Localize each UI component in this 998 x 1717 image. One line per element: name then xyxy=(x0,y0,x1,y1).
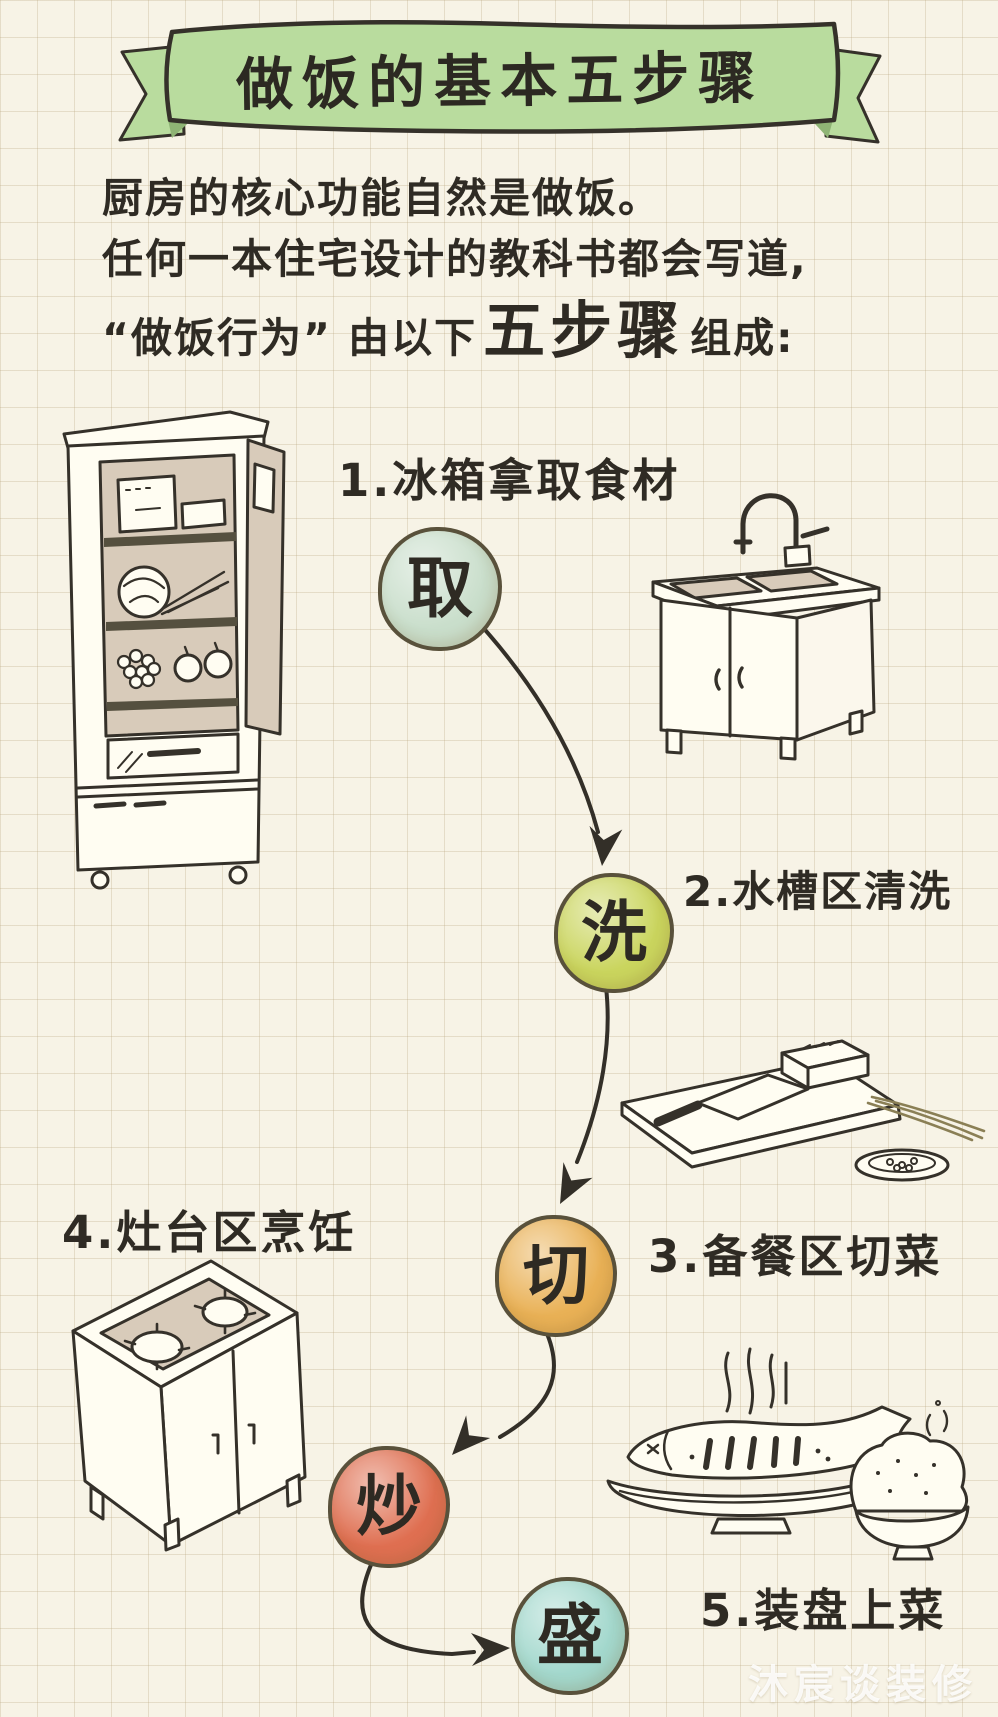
step-verb-fry: 炒 xyxy=(356,1468,422,1545)
step-circle-serve: 盛 xyxy=(511,1577,629,1695)
step-verb-wash: 洗 xyxy=(581,894,647,971)
intro-line-2: 任何一本住宅设计的教科书都会写道, xyxy=(102,235,808,283)
step-verb-cut: 切 xyxy=(523,1237,589,1314)
step-label-3: 3.备餐区切菜 xyxy=(648,1230,943,1283)
watermark: 沐宸谈装修 xyxy=(748,1662,978,1708)
intro-line3-highlight: 五步骤 xyxy=(483,294,685,367)
step-label-1: 1.冰箱拿取食材 xyxy=(338,454,681,507)
intro-line3-suffix: 组成: xyxy=(690,314,795,362)
refrigerator-illustration xyxy=(52,400,307,905)
intro-line3-prefix: “做饭行为” 由以下 xyxy=(102,314,478,362)
arrow-fry-to-serve xyxy=(360,1556,476,1657)
step-circle-cut: 切 xyxy=(495,1215,617,1337)
step-circle-fry: 炒 xyxy=(328,1446,450,1568)
step-circle-wash: 洗 xyxy=(554,873,674,993)
step-label-2: 2.水槽区清洗 xyxy=(683,867,953,916)
cutting-board-illustration xyxy=(610,1035,995,1185)
arrow-cut-to-fry xyxy=(498,1327,556,1439)
stove-cabinet-illustration xyxy=(65,1255,355,1555)
burner xyxy=(123,1322,191,1371)
arrow-wash-to-cut xyxy=(575,985,610,1164)
burner xyxy=(193,1288,257,1335)
intro-line-3: “做饭行为” 由以下 五步骤 组成: xyxy=(102,300,882,362)
arrow-take-to-wash xyxy=(476,620,600,834)
banner-ribbon xyxy=(110,2,890,152)
step-label-4: 4.灶台区烹饪 xyxy=(62,1206,357,1259)
sink-cabinet-illustration xyxy=(645,470,885,765)
intro-paragraph: 厨房的核心功能自然是做饭。 任何一本住宅设计的教科书都会写道, “做饭行为” 由… xyxy=(102,178,882,382)
step-verb-serve: 盛 xyxy=(537,1597,603,1674)
step-verb-take: 取 xyxy=(407,550,473,627)
step-label-5: 5.装盘上菜 xyxy=(700,1584,947,1637)
intro-line-1: 厨房的核心功能自然是做饭。 xyxy=(102,174,661,222)
step-circle-take: 取 xyxy=(378,527,502,651)
fish-dish-and-rice-illustration xyxy=(600,1345,995,1575)
